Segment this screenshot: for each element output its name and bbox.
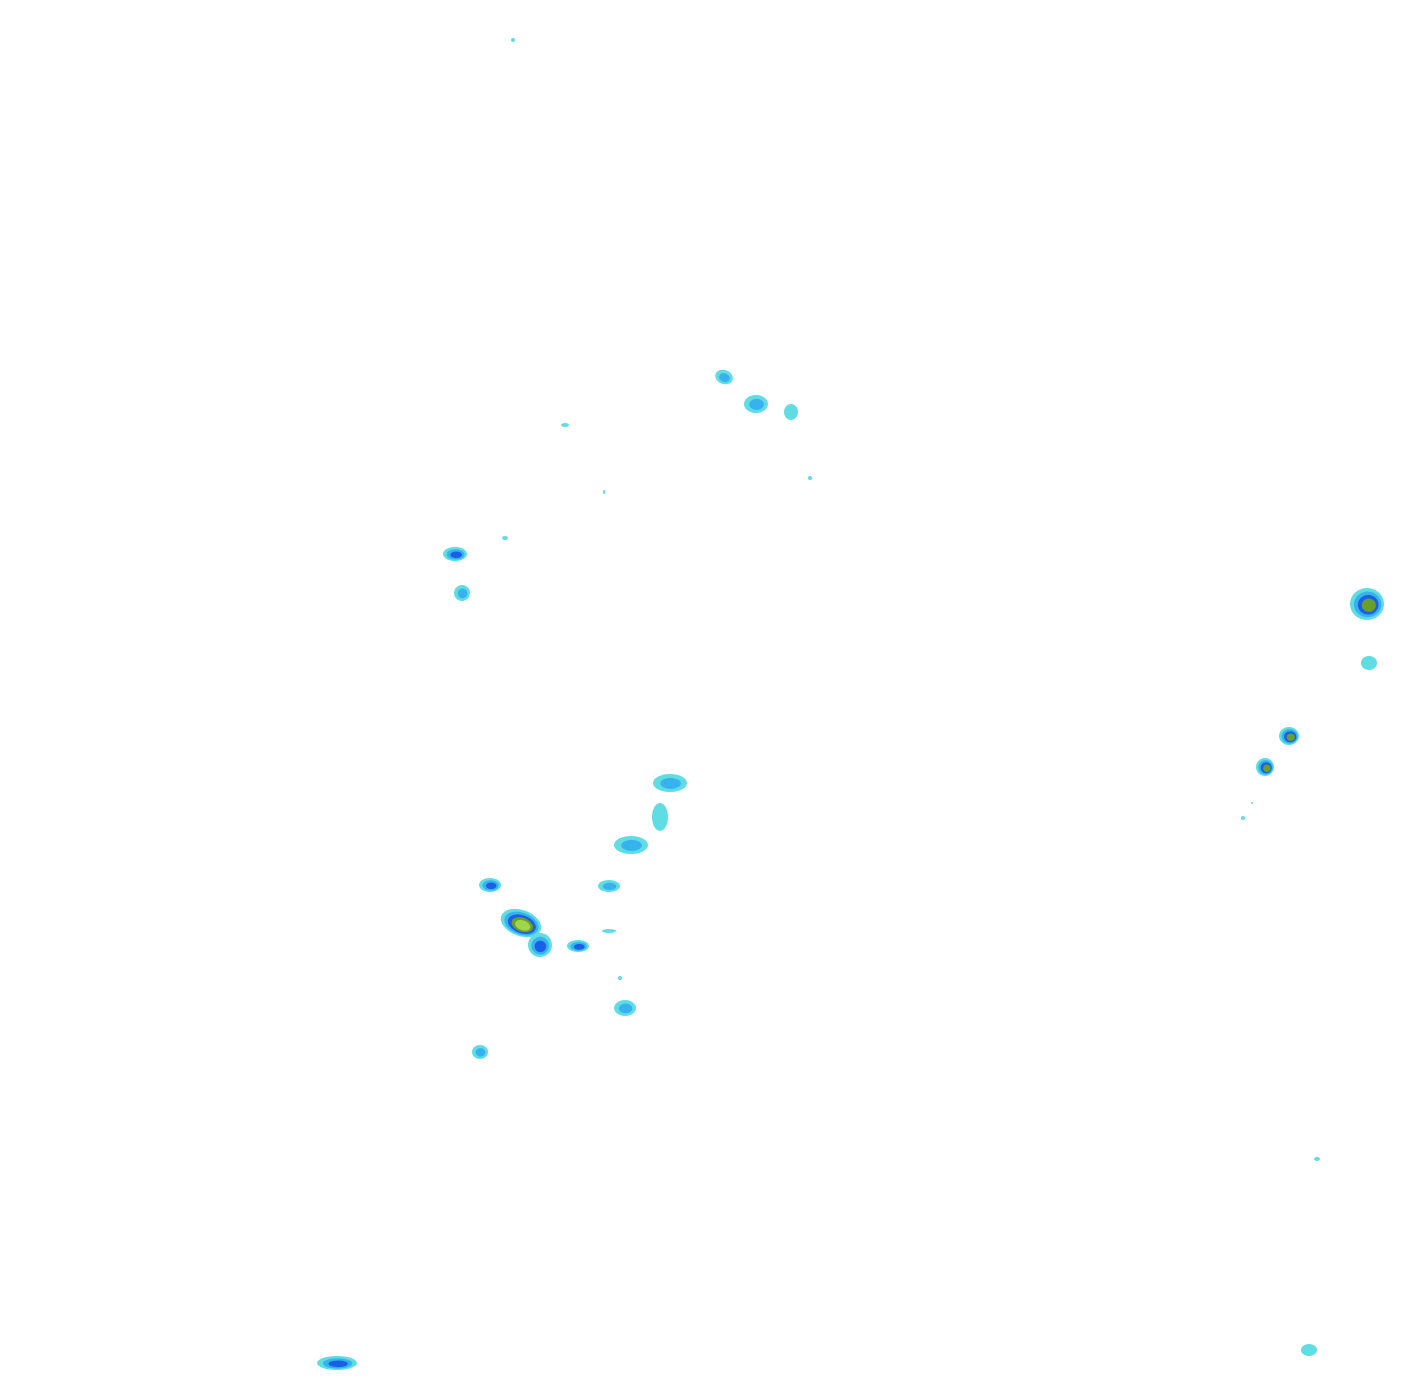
contour-blob [528,933,552,957]
contour-blob [618,976,622,980]
contour-level-2 [660,777,681,789]
contour-level-3 [573,943,585,950]
contour-blob [317,1356,357,1370]
contour-blob [1301,1344,1317,1356]
contour-blob [1241,816,1245,820]
contour-blob [1314,1157,1320,1161]
contour-level-1 [1251,802,1253,804]
contour-level-1 [511,38,515,42]
contour-level-1 [618,976,622,980]
contour-blob [1350,588,1384,620]
contour-level-1 [602,929,616,933]
contour-level-1 [1314,1157,1320,1161]
contour-blob [1251,802,1253,804]
contour-blob [567,940,589,952]
contour-blob [561,423,569,427]
contour-blob [443,547,467,561]
contour-level-3 [534,940,547,953]
contour-level-1 [1241,816,1245,820]
contour-blob [808,476,812,480]
contour-level-4 [1286,733,1295,741]
contour-level-1 [1361,656,1377,670]
contour-blob [784,404,798,420]
contour-level-2 [621,839,642,851]
contour-blob [614,836,648,854]
contour-blob [715,369,733,385]
contour-blob [472,1045,488,1059]
contour-level-1 [784,404,798,420]
contour-level-1 [603,490,605,494]
contour-level-1 [808,476,812,480]
contour-level-4 [1361,598,1376,612]
contour-level-1 [561,423,569,427]
contour-blob [614,1000,636,1016]
contour-level-2 [602,882,617,891]
contour-blob [653,774,687,792]
contour-blob [1256,758,1274,776]
contour-level-1 [652,803,668,831]
contour-blob [598,880,620,892]
contour-level-5 [515,919,531,931]
contour-blob [502,536,508,540]
contour-level-2 [457,588,468,599]
contour-blob [652,803,668,831]
contour-level-2 [475,1048,486,1057]
contour-blob [454,585,470,601]
contour-blob [602,929,616,933]
contour-level-3 [328,1360,348,1368]
contour-level-4 [1263,764,1271,772]
contour-level-2 [618,1003,633,1014]
contour-level-2 [749,398,764,410]
contour-level-1 [502,536,508,540]
contour-blob [479,878,501,892]
contour-blob [1279,727,1299,745]
contour-blob [500,908,542,938]
contour-blob [1361,656,1377,670]
contour-level-2 [719,373,730,383]
contour-level-3 [485,882,497,890]
contour-level-3 [450,551,462,559]
contour-blob [603,490,605,494]
contour-blob [744,395,768,413]
contour-blob [511,38,515,42]
contour-level-1 [1301,1344,1317,1356]
